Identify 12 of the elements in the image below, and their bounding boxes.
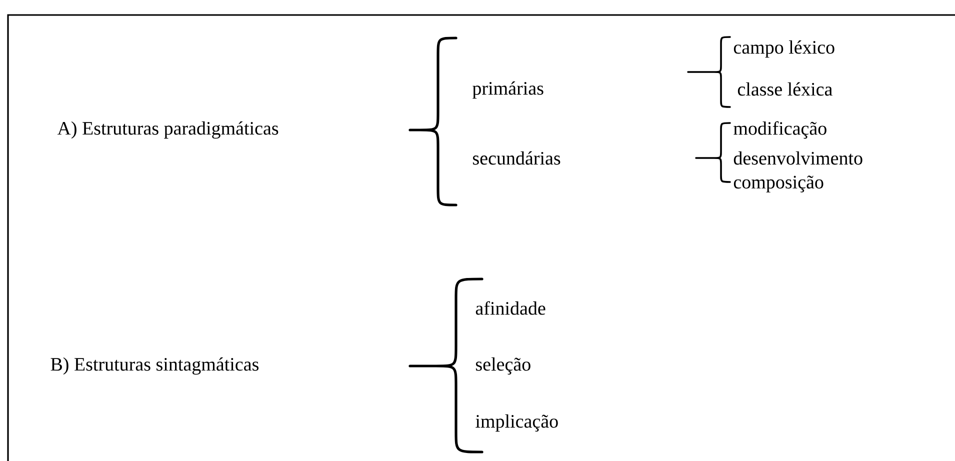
term-label: A) Estruturas paradigmáticas [57, 121, 278, 139]
term-label: implicação [476, 414, 558, 432]
term-label: B) Estruturas sintagmáticas [50, 357, 258, 375]
term-label: composição [734, 176, 824, 192]
term-label: secundárias [473, 151, 560, 165]
term-label: classe léxica [738, 82, 832, 96]
term-label: campo léxico [734, 40, 834, 58]
term-label: seleção [476, 357, 530, 375]
term-label: modificação [734, 121, 826, 139]
term-label: desenvolvimento [734, 151, 862, 165]
term-label: primárias [472, 81, 544, 99]
term-label: afinidade [476, 301, 546, 315]
